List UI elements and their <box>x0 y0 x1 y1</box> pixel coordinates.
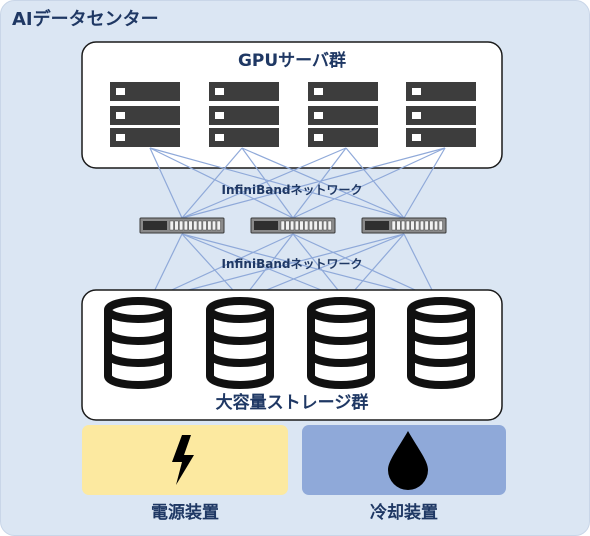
gpu-server-panel <box>81 41 503 169</box>
infiniband-links <box>149 147 446 301</box>
link-line-upper <box>149 147 294 219</box>
storage-disks <box>104 297 475 389</box>
link-line-upper <box>403 147 446 219</box>
server-rack-icon <box>406 82 476 147</box>
link-line-lower <box>181 233 347 301</box>
storage-disk-icon <box>104 297 172 389</box>
link-line-upper <box>241 147 405 219</box>
gpu-group-label: GPUサーバ群 <box>238 50 346 71</box>
storage-panel <box>81 289 503 421</box>
water-drop-icon <box>388 431 428 490</box>
network-switch-icon <box>361 217 447 234</box>
link-line-lower <box>345 233 405 301</box>
link-line-upper <box>149 147 183 219</box>
lower-network-label: InfiniBandネットワーク <box>222 257 363 271</box>
lightning-bolt-icon <box>172 435 194 485</box>
link-line-lower <box>292 233 347 301</box>
network-switches <box>139 217 447 234</box>
power-label: 電源装置 <box>151 502 219 523</box>
datacenter-title: AIデータセンター <box>12 8 159 30</box>
storage-disk-icon <box>206 297 274 389</box>
link-line-upper <box>292 147 446 219</box>
link-line-upper <box>149 147 405 219</box>
server-rack-icon <box>308 82 378 147</box>
link-line-upper <box>181 147 243 219</box>
link-line-lower <box>241 233 405 301</box>
server-rack-icon <box>110 82 180 147</box>
gpu-servers <box>110 82 476 147</box>
link-line-lower <box>149 233 294 301</box>
network-switch-icon <box>250 217 336 234</box>
link-line-upper <box>241 147 294 219</box>
storage-disk-icon <box>307 297 375 389</box>
link-line-upper <box>181 147 347 219</box>
network-switch-icon <box>139 217 225 234</box>
link-line-upper <box>292 147 347 219</box>
link-line-lower <box>181 233 438 301</box>
link-line-lower <box>241 233 294 301</box>
storage-disk-icon <box>407 297 475 389</box>
link-line-lower <box>181 233 243 301</box>
link-line-lower <box>149 233 183 301</box>
link-line-lower <box>149 233 405 301</box>
storage-group-label: 大容量ストレージ群 <box>216 392 369 413</box>
link-line-lower <box>292 233 438 301</box>
link-line-lower <box>403 233 438 301</box>
link-line-upper <box>345 147 405 219</box>
link-line-upper <box>181 147 446 219</box>
server-rack-icon <box>209 82 279 147</box>
cooling-label: 冷却装置 <box>370 502 438 523</box>
upper-network-label: InfiniBandネットワーク <box>222 183 363 197</box>
